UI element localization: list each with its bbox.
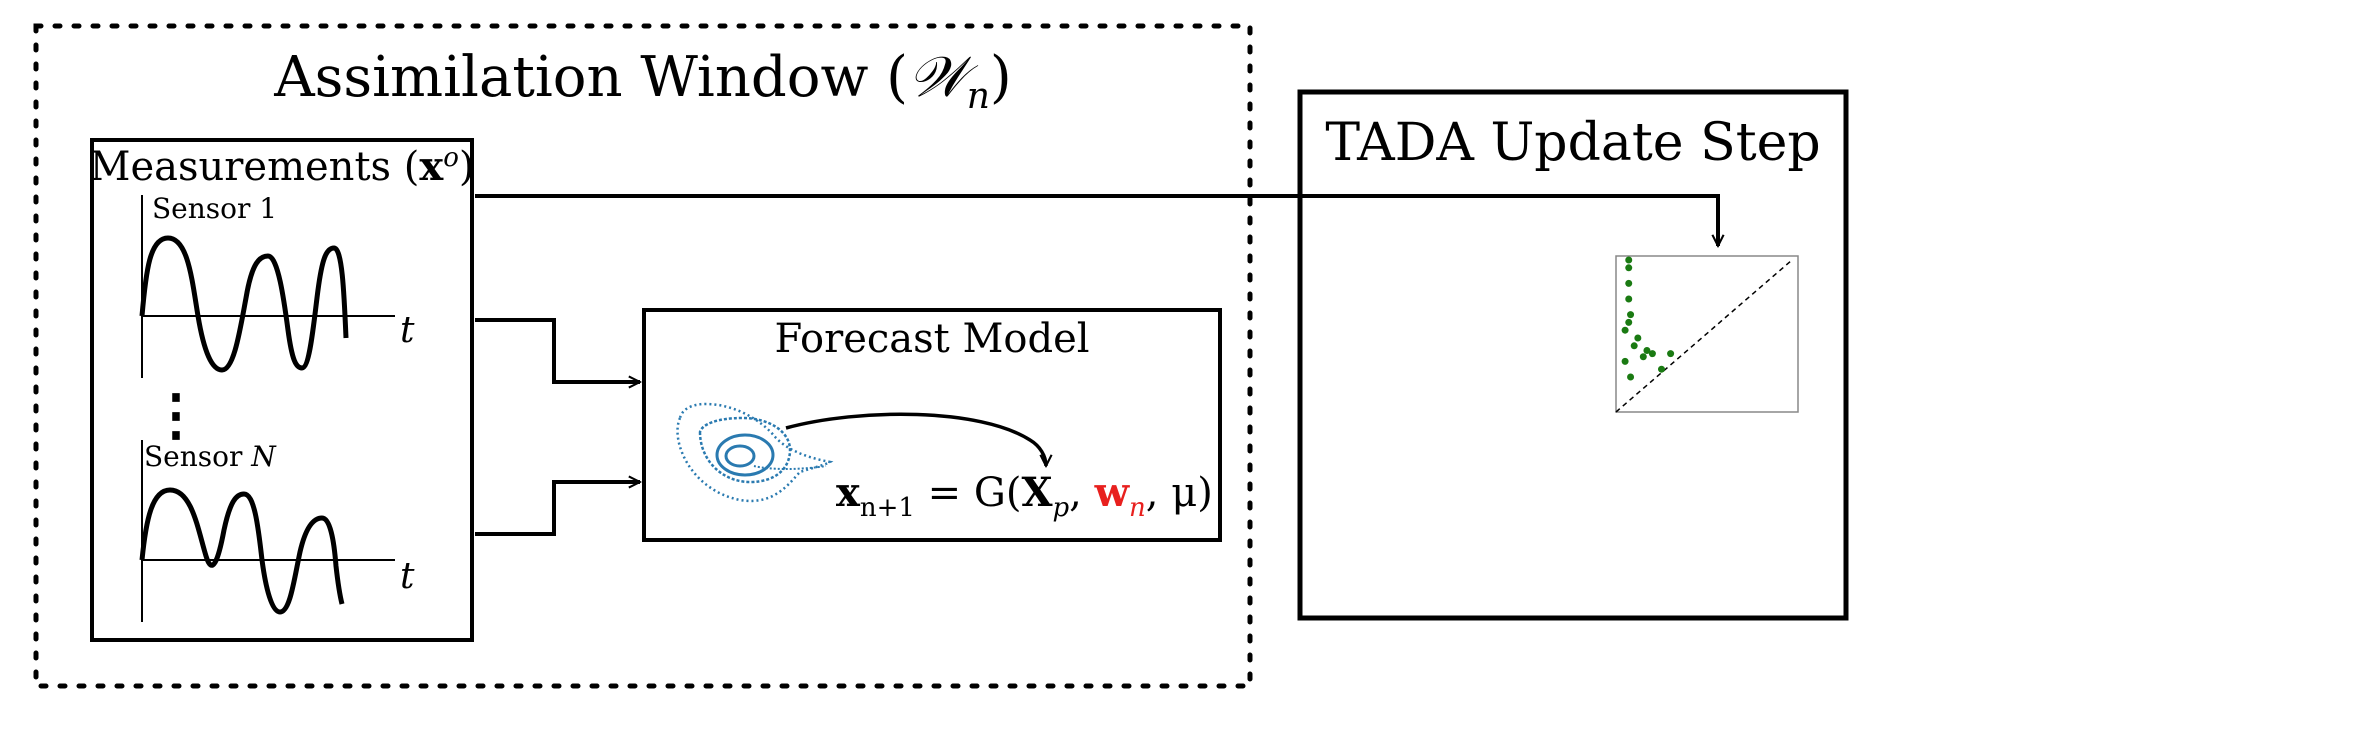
persistence-point: [1648, 350, 1656, 358]
assimilation-window-frame: [33, 23, 1253, 689]
measurements-title: Measurements (xo): [90, 143, 475, 190]
persistence-point: [1643, 346, 1651, 354]
sensor-n-signal: [139, 487, 345, 615]
forecast-model-title: Forecast Model: [774, 316, 1089, 362]
persistence-point: [1621, 326, 1629, 334]
persistence-point: [1621, 357, 1629, 365]
persistence-point: [1639, 353, 1647, 361]
sensor-1-to-forecast-arrow: [475, 318, 640, 382]
forecast-model-box: [642, 308, 1222, 542]
assimilation-window-title: Assimilation Window (𝒲n): [273, 45, 1012, 117]
persistence-point: [1630, 342, 1638, 350]
sensor-n-time-axis-label: t: [400, 556, 415, 597]
measurements-box: [90, 138, 474, 642]
persistence-point: [1625, 279, 1633, 287]
persistence-point: [1634, 334, 1642, 342]
persistence-diagram: [1615, 255, 1799, 413]
tada-update-title: TADA Update Step: [1325, 113, 1820, 173]
persistence-point: [1627, 373, 1635, 381]
sensor-ellipsis: ⋮: [148, 382, 204, 448]
sensor-1-signal: [139, 235, 349, 373]
persistence-point: [1625, 256, 1633, 264]
persistence-point: [1625, 264, 1633, 272]
tada-update-box: [1297, 89, 1849, 621]
measurements-to-tada-arrow: [475, 194, 1718, 246]
persistence-point: [1667, 350, 1675, 358]
sensor-1-label: Sensor 1: [152, 192, 277, 225]
weight-symbol: w: [1094, 469, 1131, 516]
persistence-diagonal: [1615, 259, 1793, 413]
forecast-equation: xn+1 = G(Xp, wn, μ): [836, 469, 1213, 523]
sensor-n-to-forecast-arrow: [475, 482, 640, 536]
attractor-icon: [676, 402, 834, 503]
sensor-n-plot: Sensor N t: [139, 440, 415, 622]
sensor-1-time-axis-label: t: [400, 310, 415, 351]
persistence-point: [1625, 295, 1633, 303]
persistence-point: [1658, 365, 1665, 373]
sensor-1-plot: Sensor 1 t: [139, 192, 415, 378]
forecast-curved-arrow: [785, 412, 1046, 466]
persistence-point: [1627, 311, 1635, 319]
sensor-n-label: Sensor N: [144, 440, 277, 473]
persistence-point: [1625, 318, 1633, 326]
